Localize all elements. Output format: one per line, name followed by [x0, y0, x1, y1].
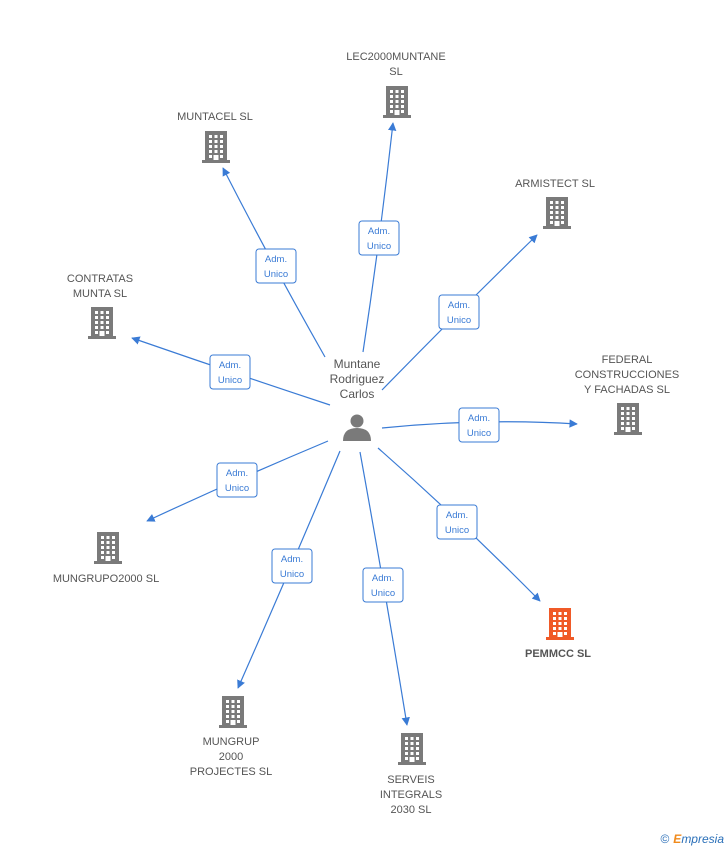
company-name[interactable]: PROJECTES SL: [190, 766, 273, 778]
copyright-symbol: ©: [660, 832, 670, 846]
company-node-serveis-integrals[interactable]: SERVEIS INTEGRALS 2030 SL: [380, 733, 442, 816]
building-icon[interactable]: [219, 696, 247, 728]
relation-label: Adm.: [226, 468, 248, 479]
relation-label: Unico: [264, 269, 288, 280]
company-name[interactable]: MUNGRUP: [203, 736, 260, 748]
relation-badge[interactable]: Adm. Unico: [209, 354, 251, 390]
relation-badge[interactable]: Adm. Unico: [216, 462, 258, 498]
company-node-federal[interactable]: FEDERAL CONSTRUCCIONES Y FACHADAS SL: [575, 354, 680, 435]
company-name[interactable]: SL: [389, 66, 402, 78]
company-name[interactable]: CONSTRUCCIONES: [575, 369, 680, 381]
relation-label: Adm.: [368, 226, 390, 237]
building-icon[interactable]: [383, 86, 411, 118]
relation-badge[interactable]: Adm. Unico: [436, 504, 478, 540]
company-name[interactable]: SERVEIS: [387, 774, 435, 786]
company-name[interactable]: Y FACHADAS SL: [584, 384, 670, 396]
company-name[interactable]: FEDERAL: [602, 354, 653, 366]
brand-logo[interactable]: Empresia: [673, 832, 724, 846]
person-name[interactable]: Carlos: [340, 387, 375, 401]
company-node-lec2000muntane[interactable]: LEC2000MUNTANE SL: [346, 51, 446, 118]
company-name[interactable]: CONTRATAS: [67, 273, 133, 285]
relation-badge[interactable]: Adm. Unico: [458, 407, 500, 443]
relation-label: Adm.: [468, 413, 490, 424]
person-icon[interactable]: [343, 414, 371, 442]
footer: © Empresia: [660, 832, 724, 846]
relation-label: Adm.: [265, 254, 287, 265]
relation-label: Unico: [447, 315, 471, 326]
company-node-mungrupo2000[interactable]: MUNGRUPO2000 SL: [53, 532, 159, 585]
relation-label: Unico: [445, 525, 469, 536]
person-name[interactable]: Muntane: [334, 357, 381, 371]
relation-label: Unico: [280, 569, 304, 580]
relation-label: Adm.: [219, 360, 241, 371]
building-icon[interactable]: [94, 532, 122, 564]
company-node-pemmcc[interactable]: PEMMCC SL: [525, 608, 591, 660]
relation-label: Unico: [225, 483, 249, 494]
building-icon[interactable]: [546, 608, 574, 640]
company-name[interactable]: MUNTACEL SL: [177, 111, 253, 123]
relation-label: Unico: [467, 428, 491, 439]
relation-label: Adm.: [372, 573, 394, 584]
building-icon[interactable]: [88, 307, 116, 339]
company-name[interactable]: LEC2000MUNTANE: [346, 51, 445, 63]
person-name[interactable]: Rodriguez: [330, 372, 385, 386]
relation-label: Unico: [367, 241, 391, 252]
building-icon[interactable]: [614, 403, 642, 435]
relation-badge[interactable]: Adm. Unico: [255, 248, 297, 284]
building-icon[interactable]: [202, 131, 230, 163]
relation-badge[interactable]: Adm. Unico: [358, 220, 400, 256]
building-icon[interactable]: [543, 197, 571, 229]
company-node-armistect[interactable]: ARMISTECT SL: [515, 178, 595, 229]
company-node-contratas-munta[interactable]: CONTRATAS MUNTA SL: [67, 273, 133, 339]
relation-badge[interactable]: Adm. Unico: [271, 548, 313, 584]
relation-badge[interactable]: Adm. Unico: [362, 567, 404, 603]
company-name[interactable]: PEMMCC SL: [525, 648, 591, 660]
building-icon[interactable]: [398, 733, 426, 765]
relation-label: Unico: [218, 375, 242, 386]
company-name[interactable]: 2030 SL: [391, 804, 432, 816]
relation-label: Adm.: [281, 554, 303, 565]
company-node-muntacel[interactable]: MUNTACEL SL: [177, 111, 253, 163]
relation-label: Adm.: [448, 300, 470, 311]
company-name[interactable]: MUNGRUPO2000 SL: [53, 573, 159, 585]
relation-badge[interactable]: Adm. Unico: [438, 294, 480, 330]
company-name[interactable]: ARMISTECT SL: [515, 178, 595, 190]
company-name[interactable]: 2000: [219, 751, 243, 763]
company-name[interactable]: INTEGRALS: [380, 789, 442, 801]
relation-label: Adm.: [446, 510, 468, 521]
relation-label: Unico: [371, 588, 395, 599]
company-name[interactable]: MUNTA SL: [73, 288, 127, 300]
